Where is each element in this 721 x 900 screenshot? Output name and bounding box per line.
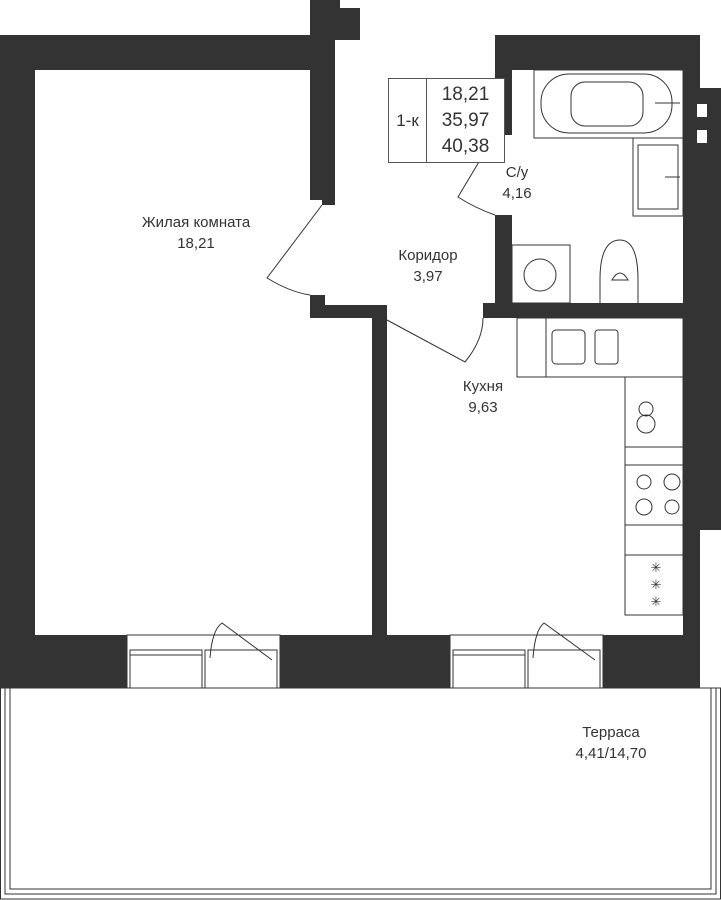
room-name: Жилая комната (141, 214, 251, 231)
room-label-living: Жилая комната 18,21 (142, 212, 250, 254)
room-area: 18,21 (177, 235, 215, 252)
room-label-terrace: Терраса 4,41/14,70 (576, 722, 647, 764)
room-name: Кухня (462, 378, 504, 395)
room-area: 4,16 (502, 185, 532, 202)
doors (266, 134, 496, 363)
room-name: Терраса (582, 724, 640, 741)
room-area: 9,63 (468, 399, 498, 416)
kitchen-fixtures: ✳ ✳ ✳ (516, 317, 684, 616)
apartment-info-box: 1-к 18,21 35,97 40,38 (388, 78, 505, 163)
room-name: Коридор (398, 247, 458, 264)
terrace-outline (0, 687, 721, 900)
vent-window (697, 104, 707, 117)
room-label-corridor: Коридор 3,97 (398, 245, 457, 287)
area-with-terrace: 40,38 (441, 136, 490, 157)
vent-window (697, 130, 707, 143)
bathroom-fixtures (511, 69, 684, 304)
apartment-type: 1-к (389, 79, 427, 162)
living-area: 18,21 (441, 84, 490, 105)
room-area: 4,41/14,70 (575, 745, 647, 762)
svg-text:✳: ✳ (651, 577, 662, 592)
walls (0, 0, 721, 688)
svg-text:✳: ✳ (651, 560, 662, 575)
room-label-kitchen: Кухня 9,63 (463, 376, 503, 418)
room-label-bathroom: С/у 4,16 (502, 162, 531, 204)
total-area: 35,97 (441, 110, 490, 131)
svg-text:✳: ✳ (651, 594, 662, 609)
room-area: 3,97 (413, 268, 443, 285)
room-name: С/у (505, 164, 529, 181)
